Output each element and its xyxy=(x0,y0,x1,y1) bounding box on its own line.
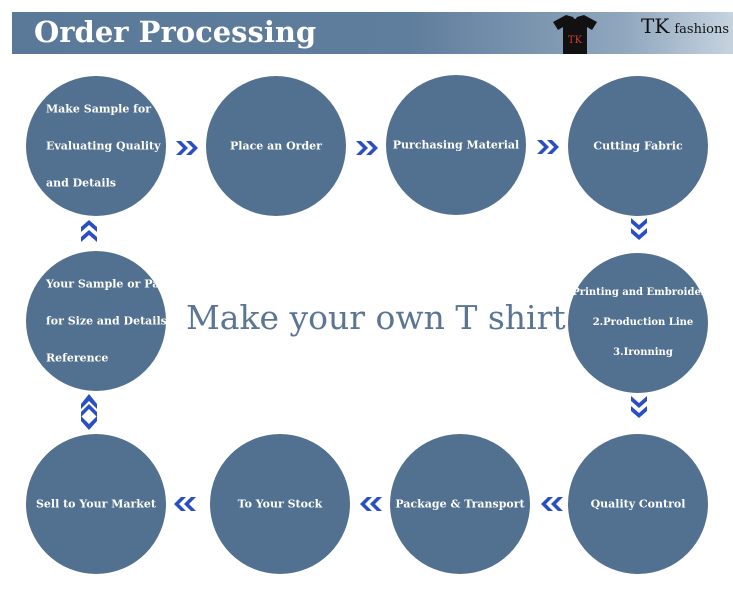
step-make-sample-line-1: Make Sample for xyxy=(46,102,152,116)
step-purchasing-label: Purchasing Material xyxy=(392,138,520,152)
step-to-stock: To Your Stock xyxy=(210,434,350,574)
arrow-up-icon xyxy=(81,220,97,242)
step-place-order: Place an Order xyxy=(206,76,346,216)
page-title: Order Processing xyxy=(34,15,317,49)
brand-name: TK xyxy=(641,14,670,38)
step-sell-label: Sell to Your Market xyxy=(35,497,157,511)
step-your-sample: Your Sample or Pattern for Size and Deta… xyxy=(26,251,190,391)
t-shirt-logo-icon: TK xyxy=(553,15,597,54)
step-cutting-label: Cutting Fabric xyxy=(593,139,683,153)
arrow-left-icon xyxy=(174,497,196,511)
step-sell-market: Sell to Your Market xyxy=(26,434,166,574)
step-package-transport: Package & Transport xyxy=(390,434,530,574)
step-package-label: Package & Transport xyxy=(395,497,525,511)
arrow-down-icon xyxy=(631,396,647,418)
center-slogan: Make your own T shirt xyxy=(186,298,566,337)
step-cutting-fabric: Cutting Fabric xyxy=(568,76,708,216)
arrow-left-icon xyxy=(541,497,563,511)
step-your-sample-line-2: for Size and Details xyxy=(46,314,167,328)
logo-shirt-text: TK xyxy=(568,35,583,46)
step-production-line-3: 3.Ironning xyxy=(613,347,673,358)
step-production-line-2: 2.Production Line xyxy=(592,317,694,328)
arrow-right-icon xyxy=(537,140,559,154)
step-stock-label: To Your Stock xyxy=(237,497,323,511)
step-your-sample-line-1: Your Sample or Pattern xyxy=(46,277,191,291)
brand-suffix: fashions xyxy=(674,22,730,37)
arrow-down-icon xyxy=(631,218,647,240)
arrow-left-icon xyxy=(360,497,382,511)
step-purchasing-material: Purchasing Material xyxy=(386,75,526,215)
arrow-right-icon xyxy=(356,141,378,155)
step-make-sample-line-2: Evaluating Quality xyxy=(46,139,161,153)
step-place-order-label: Place an Order xyxy=(230,139,322,153)
step-production-line-1: 1.Printing and Embroidering xyxy=(561,287,725,298)
step-make-sample: Make Sample for Evaluating Quality and D… xyxy=(26,76,166,216)
step-quality-control: Quality Control xyxy=(568,434,708,574)
arrow-right-icon xyxy=(176,141,198,155)
step-make-sample-line-3: and Details xyxy=(46,176,116,190)
arrow-up-double-icon xyxy=(81,394,97,430)
brand-logo: TK fashions xyxy=(641,14,729,38)
step-your-sample-line-3: Reference xyxy=(46,351,109,365)
step-production: 1.Printing and Embroidering 2.Production… xyxy=(562,253,724,393)
step-quality-label: Quality Control xyxy=(590,497,686,511)
header-bar: Order Processing xyxy=(12,12,733,54)
